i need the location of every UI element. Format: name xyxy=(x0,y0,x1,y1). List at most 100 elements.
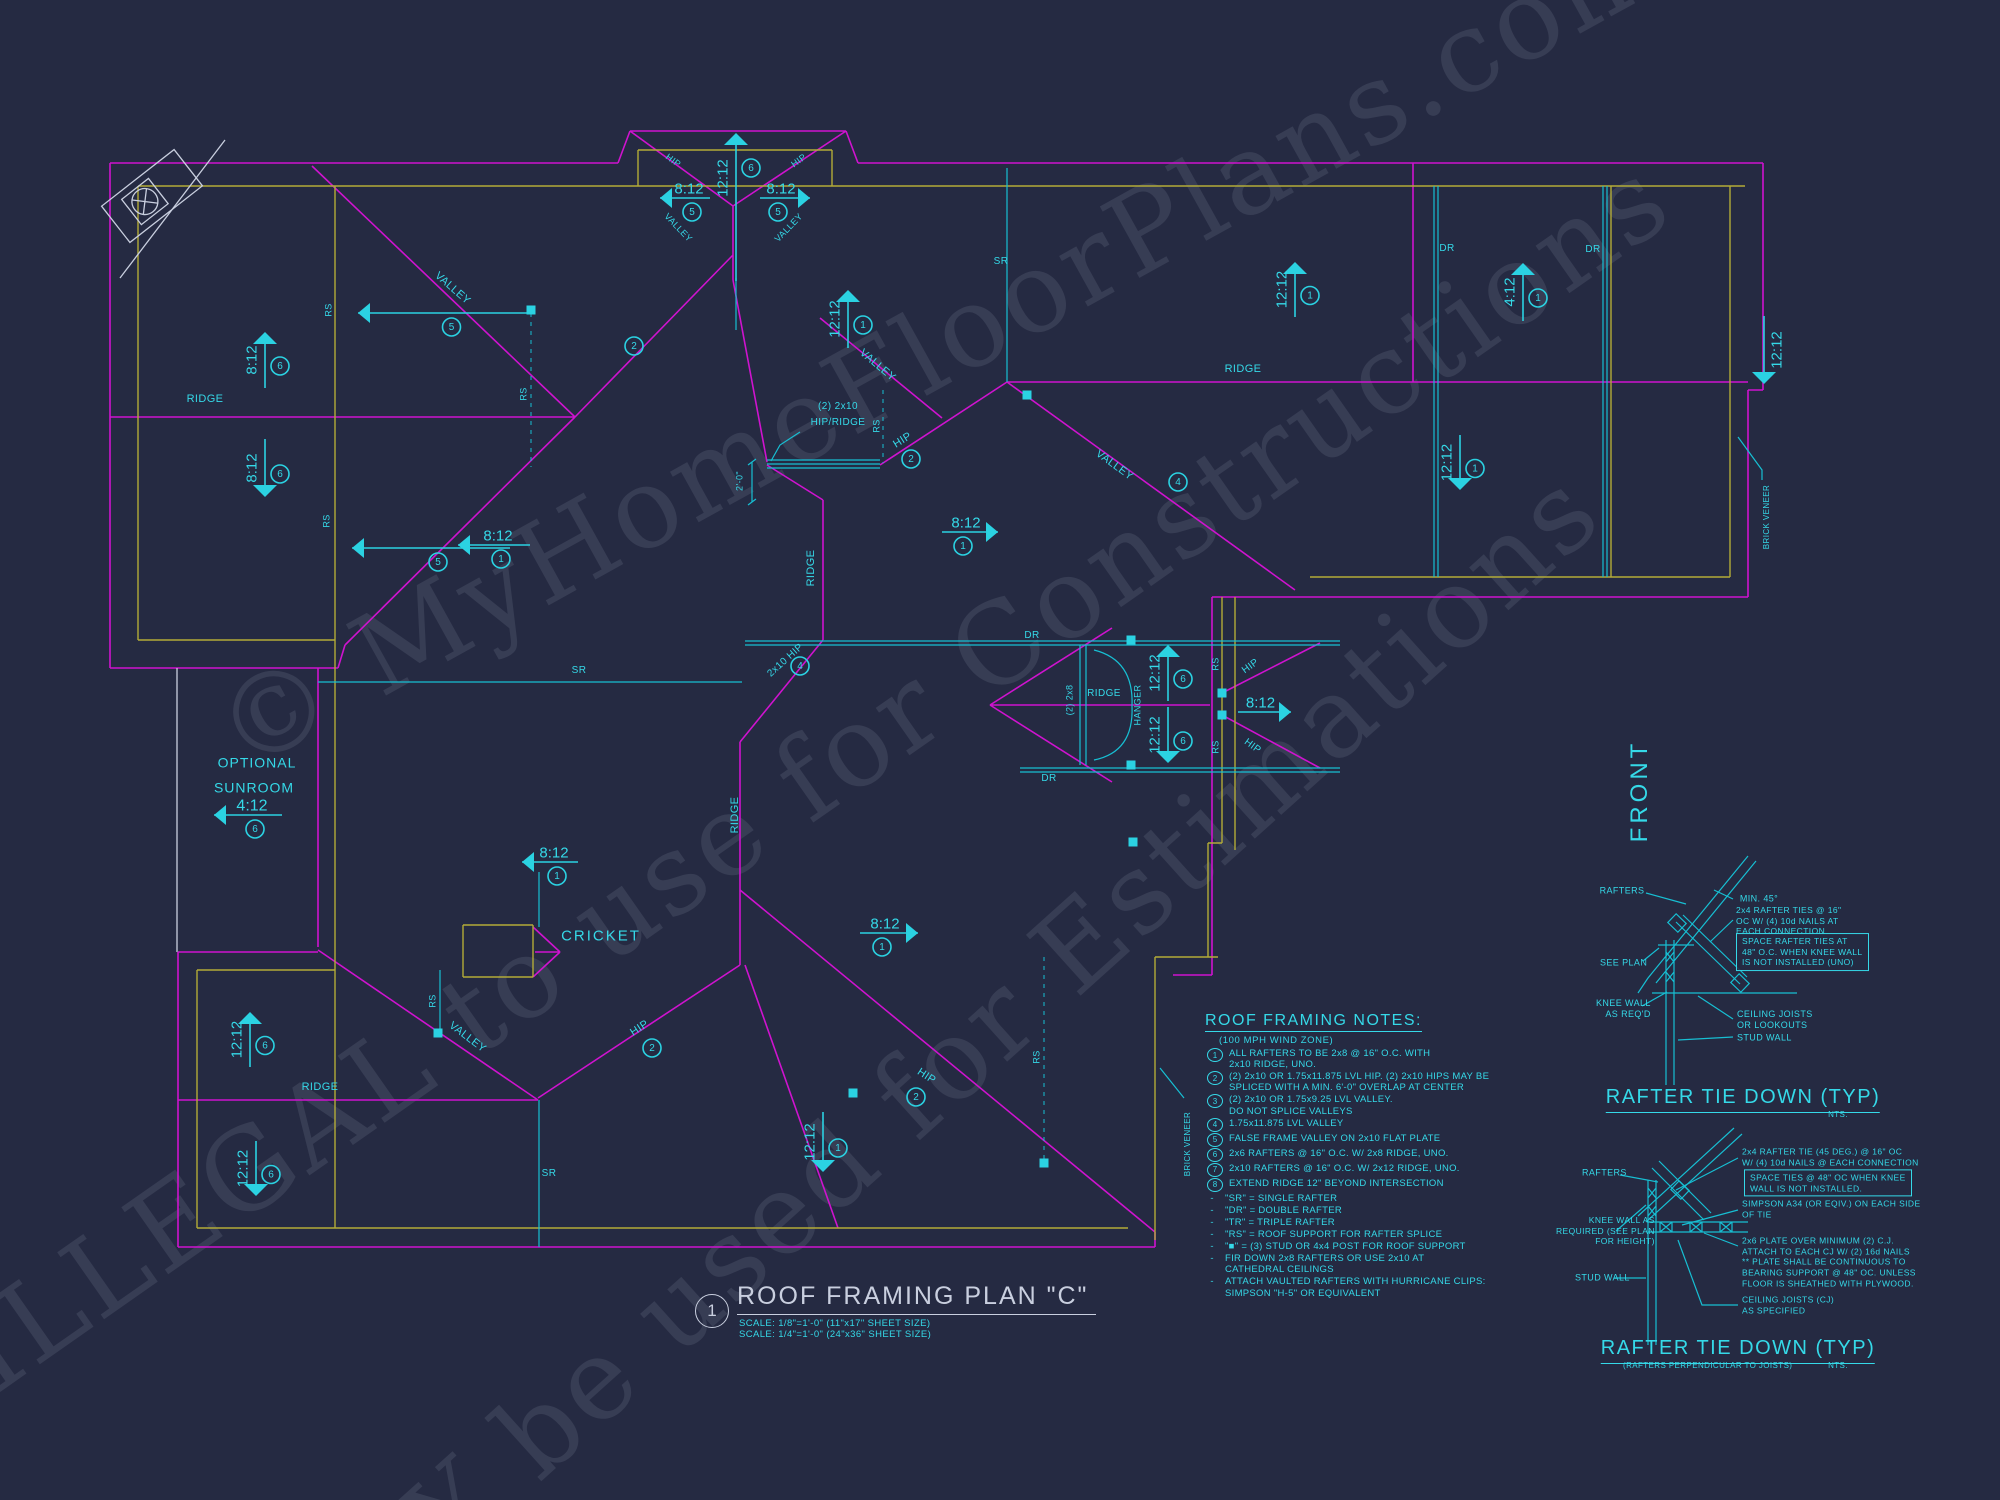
slope-label: 2 xyxy=(908,454,914,465)
arrowhead-icon xyxy=(253,332,277,344)
arrowhead-icon xyxy=(214,805,226,825)
arrowhead-icon xyxy=(798,188,810,208)
slope-label: 12:12 xyxy=(1147,716,1164,754)
slope-label: 4:12 xyxy=(236,798,267,815)
plan-label: (RAFTERS PERPENDICULAR TO JOISTS) xyxy=(1623,1361,1793,1370)
slope-label: 8:12 xyxy=(766,181,795,198)
plan-label: RS xyxy=(427,994,438,1008)
slope-label: 6 xyxy=(1180,736,1186,747)
roof-support-post-marker xyxy=(1126,635,1136,645)
roof-lines xyxy=(109,130,1764,1248)
circled-note-ref xyxy=(270,464,290,484)
arrowhead-icon xyxy=(358,303,370,323)
slope-label: 6 xyxy=(1180,674,1186,685)
slope-label: 1 xyxy=(860,320,866,331)
plan-label: RIDGE xyxy=(186,393,224,406)
slope-label: 5 xyxy=(435,557,441,568)
slope-label: 12:12 xyxy=(715,159,732,197)
plan-label: RIDGE xyxy=(1087,687,1121,699)
slope-label: 1 xyxy=(1307,291,1313,302)
slope-label: 12:12 xyxy=(235,1150,252,1188)
arrowhead-icon xyxy=(836,290,860,302)
arrowhead-icon xyxy=(1283,262,1307,274)
arrowhead-icon xyxy=(1279,702,1291,722)
circled-note-ref xyxy=(790,656,810,676)
note-bullet: -"■" = (3) STUD OR 4x4 POST FOR ROOF SUP… xyxy=(1210,1241,1466,1253)
plan-label: SPACE RAFTER TIES AT 48" O.C. WHEN KNEE … xyxy=(1736,933,1869,971)
plan-label: (2) 2x10 xyxy=(818,400,858,412)
chimney-symbol xyxy=(100,139,226,279)
plan-label: KNEE WALL AS REQUIRED (SEE PLAN FOR HEIG… xyxy=(1556,1215,1655,1247)
circled-note-ref xyxy=(491,549,511,569)
roof-support-lines xyxy=(530,313,1045,1163)
plan-label: RAFTERS xyxy=(1582,1167,1627,1178)
note-bullet: -FIR DOWN 2x8 RAFTERS OR USE 2x10 AT CAT… xyxy=(1210,1253,1425,1276)
roof-support-post-marker xyxy=(1022,390,1032,400)
plan-label: STUD WALL xyxy=(1737,1032,1792,1043)
circled-note-ref xyxy=(682,202,702,222)
plan-label: DR xyxy=(1439,242,1455,254)
notes-title: ROOF FRAMING NOTES: xyxy=(1205,1012,1422,1032)
plan-label: KNEE WALL AS REQ'D xyxy=(1596,997,1651,1019)
roof-support-post-marker xyxy=(433,1028,443,1038)
plan-label: RAFTER TIE DOWN (TYP) xyxy=(1605,1085,1881,1113)
plan-label: DR xyxy=(1585,243,1601,255)
plan-label: (2) 2x8 xyxy=(1064,684,1075,716)
circled-note-ref xyxy=(624,336,644,356)
slope-label: 4:12 xyxy=(1502,277,1519,306)
circled-note-ref xyxy=(245,819,265,839)
plan-label: RIDGE xyxy=(805,549,818,587)
circled-note-ref xyxy=(547,866,567,886)
slope-label: 12:12 xyxy=(1439,444,1456,482)
slope-label: 5 xyxy=(775,207,781,218)
plan-label: FRONT xyxy=(1626,739,1653,843)
plan-label: NTS. xyxy=(1828,1361,1848,1370)
arrowhead-icon xyxy=(1156,751,1180,763)
slope-label: 6 xyxy=(277,361,283,372)
circled-note-ref xyxy=(1528,288,1548,308)
plan-label: RS xyxy=(1210,740,1221,754)
circled-note-ref xyxy=(953,536,973,556)
plan-label: BRICK VENEER xyxy=(1762,484,1771,550)
plan-label: RAFTER TIE DOWN (TYP) xyxy=(1600,1336,1876,1364)
arrowhead-icon xyxy=(1156,645,1180,657)
roof-support-post-marker xyxy=(848,1088,858,1098)
plan-label: NTS. xyxy=(1828,1110,1848,1119)
slope-label: 6 xyxy=(277,469,283,480)
plan-label: MIN. 45° xyxy=(1739,893,1779,904)
arrowhead-icon xyxy=(253,485,277,497)
arrowhead-icon xyxy=(811,1160,835,1172)
slope-label: 12:12 xyxy=(1769,331,1786,369)
arrowhead-icon xyxy=(986,522,998,542)
slope-label: 1 xyxy=(498,554,504,565)
slope-label: 8:12 xyxy=(244,345,261,374)
slope-label: 2 xyxy=(913,1092,919,1103)
note-bullet: -"SR" = SINGLE RAFTER xyxy=(1210,1192,1338,1204)
plan-label: RS xyxy=(518,387,529,401)
arrowhead-icon xyxy=(1511,263,1535,275)
slope-label: 6 xyxy=(268,1170,274,1181)
slope-label: 1 xyxy=(1535,293,1541,304)
circled-note-ref xyxy=(853,315,873,335)
slope-label: 8:12 xyxy=(483,528,512,545)
roof-support-post-marker xyxy=(1217,710,1227,720)
arrowhead-icon xyxy=(522,852,534,872)
circled-note-ref xyxy=(872,937,892,957)
slope-label: 12:12 xyxy=(802,1123,819,1161)
arrowhead-icon xyxy=(1448,478,1472,490)
plan-label: CEILING JOISTS OR LOOKOUTS xyxy=(1737,1008,1813,1030)
arrowhead-icon xyxy=(906,923,918,943)
roof-support-post-marker xyxy=(1217,688,1227,698)
slope-label: 12:12 xyxy=(229,1021,246,1059)
circled-note-ref xyxy=(441,317,462,337)
roof-support-post-marker xyxy=(526,305,536,315)
roof-support-post-marker xyxy=(1126,760,1136,770)
circled-note-ref xyxy=(642,1038,662,1058)
